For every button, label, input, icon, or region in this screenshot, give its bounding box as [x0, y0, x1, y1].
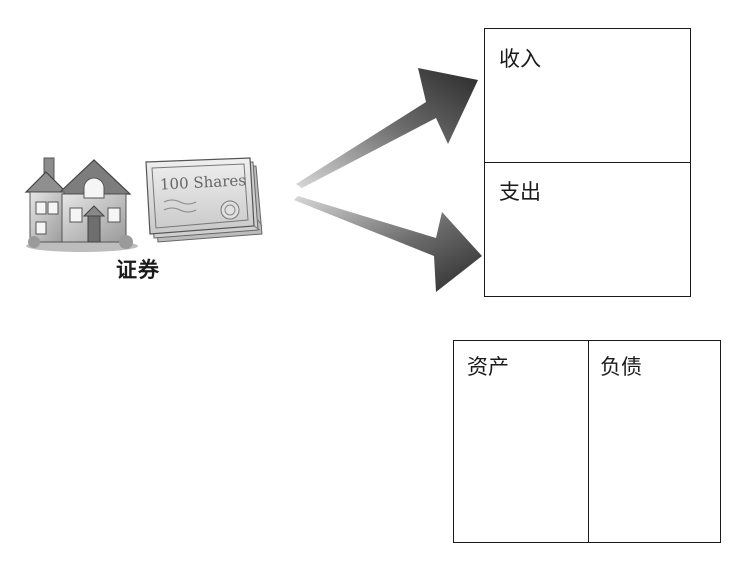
arrow-to-expenses — [294, 196, 482, 292]
flow-arrows — [294, 68, 482, 292]
liabilities-label: 负债 — [600, 355, 642, 379]
expense-label: 支出 — [499, 180, 541, 204]
house-icon — [24, 157, 138, 252]
income-statement-box: 收入 支出 — [484, 28, 691, 297]
arrow-to-income — [296, 68, 478, 188]
assets-liabilities-divider — [588, 341, 589, 542]
assets-label: 资产 — [467, 355, 509, 379]
securities-illustration: 100 Shares — [24, 157, 263, 252]
income-expense-divider — [485, 162, 690, 163]
balance-sheet-box: 资产 负债 — [453, 340, 721, 543]
securities-label: 证券 — [116, 258, 160, 282]
income-label: 收入 — [499, 47, 541, 71]
stock-certificate-icon: 100 Shares — [145, 157, 263, 243]
shares-certificate-text: 100 Shares — [160, 171, 247, 193]
